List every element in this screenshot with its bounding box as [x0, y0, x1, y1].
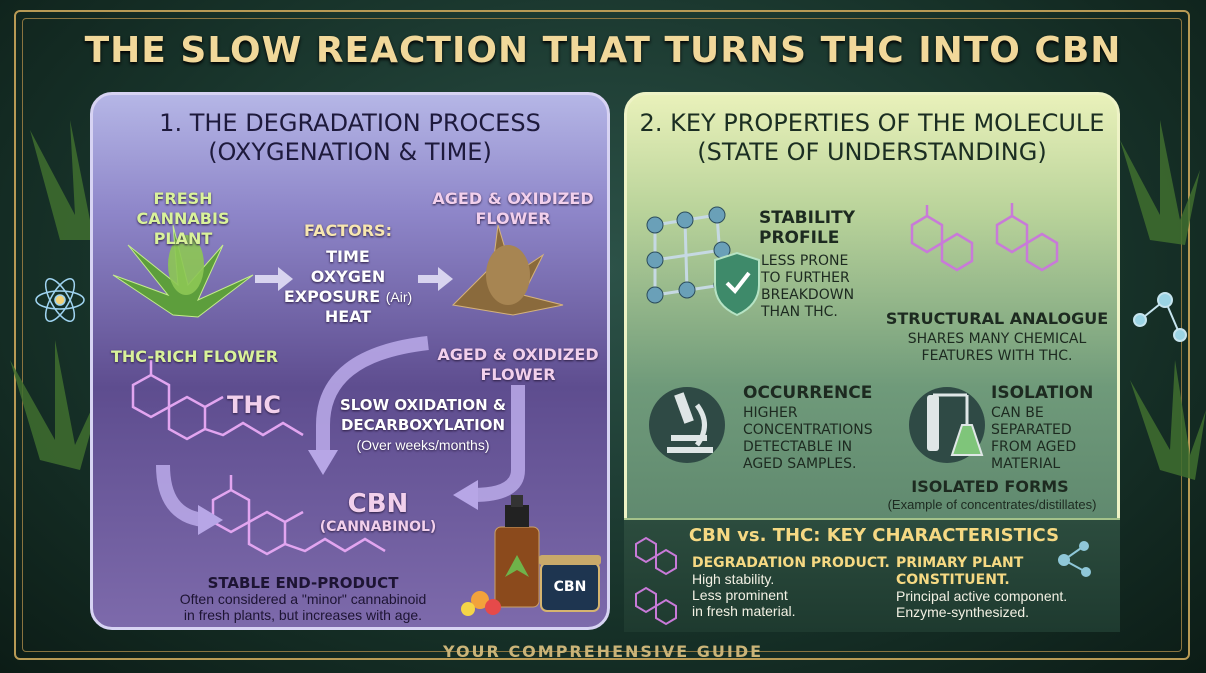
factors-box: FACTORS: TIME OXYGEN EXPOSURE (Air) HEAT [283, 221, 413, 327]
factor-oxygen: OXYGEN [310, 267, 386, 286]
thc-molecule-icon [131, 360, 304, 441]
arrow-right-icon [255, 267, 293, 291]
isolation-desc: CAN BE SEPARATED FROM AGED MATERIAL [991, 405, 1077, 472]
page-title: THE SLOW REACTION THAT TURNS THC INTO CB… [84, 30, 1122, 71]
isolation-title: ISOLATION [991, 383, 1094, 403]
stable-desc-2: in fresh plants, but increases with age. [183, 607, 423, 623]
cbn-molecule-icon [211, 475, 386, 556]
right-leaf-icon [1120, 120, 1206, 480]
cbn-jar-icon [539, 555, 601, 612]
factors-title: FACTORS: [304, 221, 392, 240]
curve-arrow-icon [316, 336, 429, 455]
analogue-title: STRUCTURAL ANALOGUE [885, 309, 1109, 328]
cbn-point-2: Less prominent [692, 587, 788, 603]
factor-exposure: EXPOSURE [283, 287, 381, 306]
aged-flower-mid-label: AGED & OXIDIZED FLOWER [437, 345, 599, 384]
analogue-desc: SHARES MANY CHEMICAL FEATURES WITH THC. [907, 331, 1087, 364]
occurrence-desc: HIGHER CONCENTRATIONS DETECTABLE IN AGED… [743, 405, 873, 472]
properties-graphics [646, 203, 1059, 463]
stable-desc-1: Often considered a "minor" cannabinoid [179, 591, 427, 607]
curve-arrow-icon [156, 464, 205, 527]
small-molecule-icon [635, 536, 677, 626]
lattice-shield-icon [646, 206, 760, 317]
panel-heading: 2. KEY PROPERTIES OF THE MOLECULE [639, 109, 1105, 137]
footer-text: YOUR COMPREHENSIVE GUIDE [442, 642, 764, 661]
curve-arrow-icon [472, 385, 525, 502]
oxidation-sub: (Over weeks/months) [356, 437, 490, 453]
cbn-head: DEGRADATION PRODUCT. [692, 555, 890, 571]
comparison-title: CBN vs. THC: KEY CHARACTERISTICS [688, 525, 1060, 546]
cbn-point-1: High stability. [692, 571, 775, 587]
occurrence-title: OCCURRENCE [743, 383, 873, 403]
panel-subheading: (OXYGENATION & TIME) [208, 138, 492, 166]
process-graphics [112, 224, 601, 616]
stability-desc: LESS PRONE TO FURTHER BREAKDOWN THAN THC… [761, 253, 855, 320]
thc-rich-label: THC-RICH FLOWER [111, 347, 279, 366]
cbn-point-3: in fresh material. [692, 603, 796, 619]
cbn-sub-label: (CANNABINOL) [319, 519, 437, 535]
molecule-icon [1133, 292, 1187, 342]
aged-flower-top-label: AGED & OXIDIZED FLOWER [432, 189, 594, 228]
isolated-forms-title: ISOLATED FORMS [911, 477, 1069, 496]
thc-point-2: Enzyme-synthesized. [896, 604, 1030, 620]
fresh-cannabis-icon [112, 224, 254, 318]
panel-subheading: (STATE OF UNDERSTANDING) [697, 138, 1047, 166]
distillation-icon [909, 387, 985, 463]
aged-flower-icon [451, 224, 564, 316]
thc-point-1: Principal active component. [896, 588, 1068, 604]
arrow-right-icon [418, 267, 453, 291]
network-icon [1058, 541, 1091, 577]
atom-icon [35, 277, 85, 323]
cbn-label: CBN [347, 489, 409, 519]
comparison-section: CBN vs. THC: KEY CHARACTERISTICS DEGRADA… [624, 518, 1120, 632]
fresh-plant-label: FRESH CANNABIS PLANT [136, 189, 230, 248]
factor-time: TIME [326, 247, 370, 266]
stability-title: STABILITY PROFILE [759, 208, 856, 248]
factor-air: (Air) [385, 289, 413, 305]
oxidation-label: SLOW OXIDATION & DECARBOXYLATION [339, 396, 507, 434]
microscope-icon [649, 387, 725, 463]
comparison-graphics [635, 536, 1091, 626]
jar-label: CBN [553, 579, 587, 595]
tincture-bottle-icon [494, 495, 540, 608]
isolated-forms-desc: (Example of concentrates/distillates) [887, 497, 1097, 512]
thc-head: PRIMARY PLANT CONSTITUENT. [896, 555, 1024, 588]
thc-label: THC [226, 391, 282, 419]
factor-heat: HEAT [324, 307, 372, 326]
degradation-panel: 1. THE DEGRADATION PROCESS (OXYGENATION … [90, 92, 610, 630]
stable-end-product: STABLE END-PRODUCT [207, 574, 399, 592]
panel-heading: 1. THE DEGRADATION PROCESS [159, 109, 541, 137]
analogue-molecules-icon [910, 203, 1059, 272]
gummies-icon [461, 591, 501, 616]
outer-frame [14, 10, 1190, 660]
